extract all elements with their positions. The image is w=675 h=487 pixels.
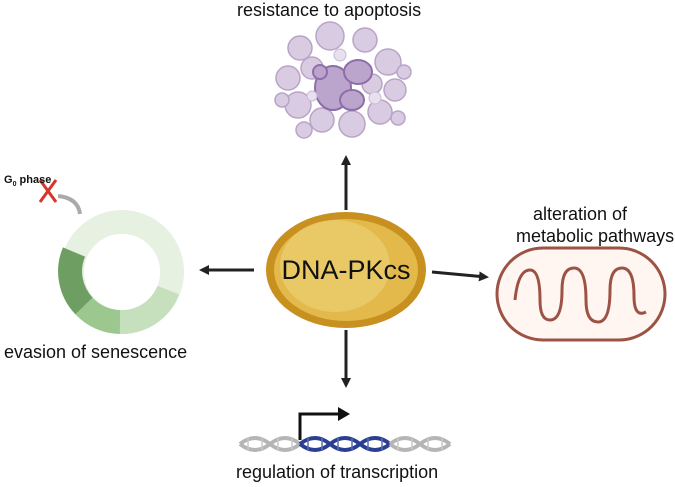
cell-cycle-ring-icon [57,194,184,334]
g0-phase-g: G [4,174,13,186]
mitochondrion-icon [495,246,667,342]
metabolic-label-line1: alteration of [533,204,628,224]
senescence-label: evasion of senescence [4,342,188,362]
transcription-label: regulation of transcription [236,462,439,482]
g0-phase-subscript: 0 [12,181,17,189]
dna-pkcs-ellipse [266,212,426,328]
metabolic-label-line2: metabolic pathways [516,226,675,246]
transcription-start-arrow-icon [298,407,350,440]
g0-phase-suffix: phase [16,174,52,186]
dna-helix-icon [238,436,452,452]
g0-phase-label: G0 phase [4,174,51,188]
arrow-right [431,270,489,282]
apoptosis-label: resistance to apoptosis [237,0,422,20]
cross-icon [38,179,58,203]
dna-pkcs-label: DNA-PKcs [281,255,411,285]
apoptotic-cell-icon [274,21,412,139]
